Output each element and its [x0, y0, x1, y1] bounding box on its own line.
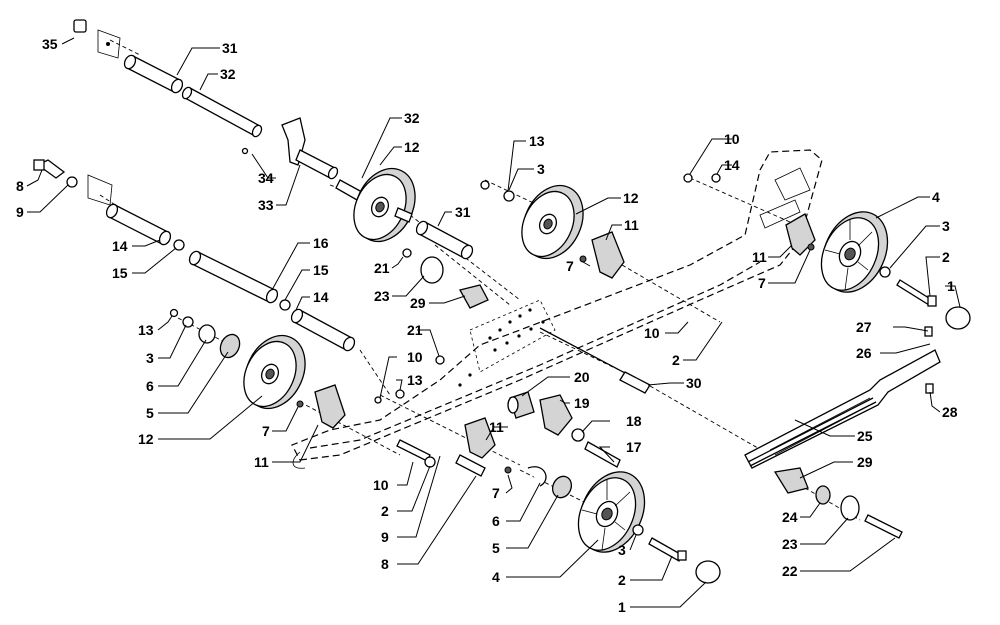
wheel-bracket-11-lower	[396, 417, 512, 477]
callout-25: 25	[857, 428, 873, 444]
callout-32: 32	[404, 110, 420, 126]
axle-tube-16	[188, 250, 291, 311]
callout-6: 6	[492, 513, 500, 529]
spacer-23-top	[402, 248, 489, 309]
callout-4: 4	[492, 569, 500, 585]
callout-7: 7	[566, 258, 574, 274]
idler-wheel-12-left	[169, 308, 306, 410]
callout-29: 29	[410, 295, 426, 311]
bolt-35	[73, 19, 121, 59]
callout-9: 9	[381, 529, 389, 545]
callout-24: 24	[782, 509, 798, 525]
callout-4: 4	[932, 189, 940, 205]
callout-34: 34	[258, 170, 274, 186]
callout-10: 10	[373, 477, 389, 493]
callout-8: 8	[16, 178, 24, 194]
callout-1: 1	[947, 278, 955, 294]
callout-13: 13	[138, 322, 154, 338]
axle-components-center	[374, 327, 651, 468]
callout-33: 33	[258, 197, 274, 213]
callout-8: 8	[381, 556, 389, 572]
leader-lines	[26, 37, 961, 608]
tube-31	[123, 54, 184, 94]
wheel-4-lower	[527, 466, 721, 584]
wheel-4-top-right	[683, 173, 971, 330]
stopper-assembly-bottom-right	[773, 467, 903, 539]
callout-6: 6	[146, 378, 154, 394]
callout-31: 31	[222, 40, 238, 56]
callout-28: 28	[942, 404, 958, 420]
idler-wheel-12-center	[480, 180, 584, 260]
callout-21: 21	[407, 322, 423, 338]
callout-15: 15	[313, 262, 329, 278]
wheel-bracket-11-left	[296, 384, 346, 429]
callout-16: 16	[313, 235, 329, 251]
callout-13: 13	[529, 133, 545, 149]
callout-2: 2	[618, 572, 626, 588]
callout-2: 2	[942, 249, 950, 265]
callout-10: 10	[407, 349, 423, 365]
tube-14-lower	[290, 308, 356, 352]
tube-14-left	[105, 203, 185, 251]
callout-30: 30	[686, 375, 702, 391]
callout-5: 5	[146, 405, 154, 421]
suspension-arm-25	[744, 326, 941, 469]
callout-10: 10	[644, 325, 660, 341]
bolt-8-washer-9-left	[33, 159, 113, 206]
callout-2: 2	[672, 352, 680, 368]
callout-26: 26	[856, 345, 872, 361]
callout-23: 23	[782, 536, 798, 552]
callout-14: 14	[724, 157, 740, 173]
callout-21: 21	[374, 260, 390, 276]
tube-32	[181, 86, 263, 138]
callout-11: 11	[489, 419, 504, 435]
callout-29: 29	[857, 454, 873, 470]
pivot-bracket-33	[241, 117, 339, 180]
wheel-bracket-11-center	[579, 231, 625, 279]
tube-31-lower	[415, 220, 474, 260]
callout-7: 7	[758, 275, 766, 291]
callout-31: 31	[455, 204, 471, 220]
callout-18: 18	[626, 413, 642, 429]
callout-15: 15	[112, 265, 128, 281]
callout-10: 10	[724, 131, 740, 147]
callout-19: 19	[574, 395, 590, 411]
callout-13: 13	[407, 372, 423, 388]
callout-1: 1	[618, 599, 626, 615]
callout-7: 7	[262, 423, 270, 439]
callout-17: 17	[626, 439, 642, 455]
callout-11: 11	[624, 217, 639, 233]
callout-12: 12	[404, 139, 420, 155]
callout-23: 23	[374, 288, 390, 304]
callout-3: 3	[146, 350, 154, 366]
callout-3: 3	[942, 218, 950, 234]
callout-35: 35	[42, 36, 58, 52]
callout-3: 3	[618, 542, 626, 558]
callout-labels: 35 31 32 32 12 34 33 8 9 14 15 16 15 14 …	[16, 36, 958, 615]
callout-14: 14	[313, 289, 329, 305]
callout-32: 32	[220, 66, 236, 82]
callout-20: 20	[574, 369, 590, 385]
callout-22: 22	[782, 563, 798, 579]
callout-11: 11	[752, 249, 767, 265]
callout-7: 7	[492, 485, 500, 501]
slide-rail-assembly	[291, 149, 823, 469]
idler-wheel-12-top	[335, 167, 416, 243]
callout-3: 3	[537, 161, 545, 177]
callout-27: 27	[856, 319, 872, 335]
callout-9: 9	[16, 204, 24, 220]
callout-14: 14	[112, 238, 128, 254]
callout-2: 2	[381, 503, 389, 519]
callout-11: 11	[254, 454, 269, 470]
callout-5: 5	[492, 540, 500, 556]
callout-12: 12	[623, 190, 639, 206]
callout-12: 12	[138, 431, 154, 447]
